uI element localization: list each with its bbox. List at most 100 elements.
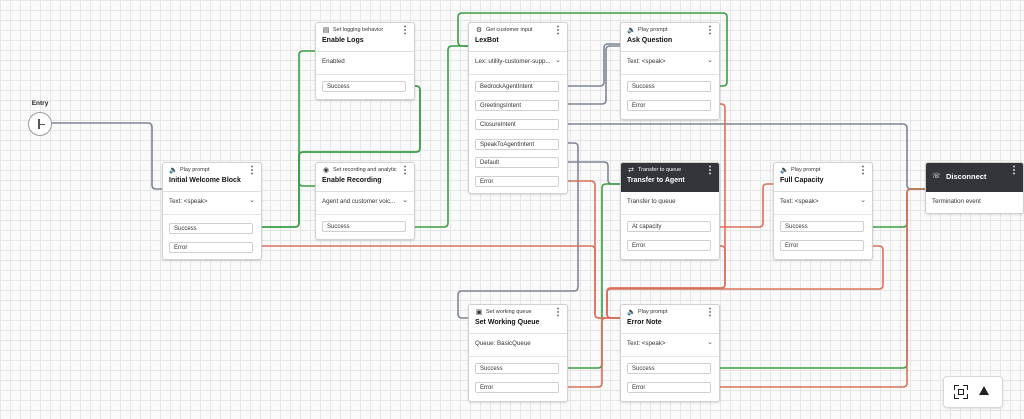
block-body: Agent and customer voic... ⌄ (316, 192, 414, 215)
kebab-menu-icon[interactable]: ⋮ (705, 165, 715, 176)
block-ask-question[interactable]: 🔈 Play prompt Ask Question ⋮ Text: <spea… (620, 22, 720, 120)
canvas-controls (943, 376, 1003, 408)
branch-greetings-intent[interactable]: GreetingsIntent (475, 100, 559, 111)
branch-error[interactable]: Error (169, 242, 253, 253)
branch-error[interactable]: Error (475, 382, 559, 393)
connector-bedrock-to-ask (565, 43, 620, 87)
recording-icon: ◉ (322, 167, 330, 174)
customer-input-icon: ⚙ (475, 27, 483, 34)
connector-recording-success-to-lexbot (413, 45, 468, 228)
connector-capacity-success-to-disconnect (872, 188, 925, 228)
kebab-menu-icon[interactable]: ⋮ (553, 307, 563, 318)
block-body: Queue: BasicQueue (469, 334, 567, 357)
block-body-text: Agent and customer voic... (322, 198, 396, 205)
kebab-menu-icon[interactable]: ⋮ (858, 165, 868, 176)
branch-success[interactable]: Success (475, 363, 559, 374)
block-error-note[interactable]: 🔈 Play prompt Error Note ⋮ Text: <speak>… (620, 304, 720, 402)
branch-success[interactable]: Success (627, 81, 711, 92)
block-body: Text: <speak> ⌄ (621, 334, 719, 357)
block-category: Play prompt (180, 167, 210, 173)
phone-hangup-icon: ☏ (932, 173, 941, 180)
block-title: Error Note (627, 319, 662, 326)
chevron-down-icon[interactable]: ⌄ (402, 197, 408, 204)
kebab-menu-icon[interactable]: ⋮ (1009, 165, 1019, 176)
branch-speak-to-agent-intent[interactable]: SpeakToAgentIntent (475, 139, 559, 150)
block-set-working-queue[interactable]: ▣ Set working queue Set Working Queue ⋮ … (468, 304, 568, 402)
entry-label: Entry (31, 100, 49, 107)
block-title: Set Working Queue (475, 319, 540, 326)
block-full-capacity[interactable]: 🔈 Play prompt Full Capacity ⋮ Text: <spe… (773, 162, 873, 260)
kebab-menu-icon[interactable]: ⋮ (705, 307, 715, 318)
block-body: Text: <speak> ⌄ (163, 192, 261, 215)
block-title: Enable Recording (322, 177, 382, 184)
kebab-menu-icon[interactable]: ⋮ (400, 165, 410, 176)
block-category: Get customer input (486, 27, 533, 33)
branch-error[interactable]: Error (627, 240, 711, 251)
block-enable-logs[interactable]: ▤ Set logging behavior Enable Logs ⋮ Ena… (315, 22, 415, 100)
chevron-down-icon[interactable]: ⌄ (249, 197, 255, 204)
working-queue-icon: ▣ (475, 309, 483, 316)
branch-success[interactable]: Success (780, 221, 864, 232)
block-title: Ask Question (627, 37, 673, 44)
block-body: Enabled (316, 52, 414, 75)
block-title: Disconnect (946, 172, 987, 181)
connector-greetings-to-ask (565, 45, 620, 105)
chevron-down-icon[interactable]: ⌄ (555, 57, 561, 64)
logging-icon: ▤ (322, 27, 330, 34)
connector-transfer-capacity-to-full (719, 183, 773, 228)
block-title: Enable Logs (322, 37, 364, 44)
block-body: Lex: utility-customer-supp... ⌄ (469, 52, 567, 75)
branch-default[interactable]: Default (475, 157, 559, 168)
speaker-icon: 🔈 (780, 167, 789, 174)
chevron-down-icon[interactable]: ⌄ (860, 197, 866, 204)
block-body-text: Text: <speak> (627, 340, 666, 347)
kebab-menu-icon[interactable]: ⋮ (553, 25, 563, 36)
triangle-up-icon[interactable] (979, 386, 989, 395)
transfer-queue-icon: ⇄ (628, 167, 634, 174)
speaker-icon: 🔈 (627, 27, 636, 34)
kebab-menu-icon[interactable]: ⋮ (247, 165, 257, 176)
block-body-text: Transfer to queue (627, 198, 676, 205)
block-transfer-to-agent[interactable]: ⇄ Transfer to queue Transfer to Agent ⋮ … (620, 162, 720, 260)
branch-error[interactable]: Error (475, 176, 559, 187)
connector-lexbot-error-to-errornote (566, 180, 620, 319)
fit-to-screen-icon[interactable] (954, 385, 968, 399)
block-body-text: Termination event (932, 198, 981, 205)
branch-error[interactable]: Error (627, 382, 711, 393)
block-lexbot[interactable]: ⚙ Get customer input LexBot ⋮ Lex: utili… (468, 22, 568, 194)
block-title: Full Capacity (780, 177, 824, 184)
kebab-menu-icon[interactable]: ⋮ (705, 25, 715, 36)
branch-bedrock-agent-intent[interactable]: BedrockAgentIntent (475, 81, 559, 92)
block-body: Text: <speak> ⌄ (774, 192, 872, 215)
block-enable-recording[interactable]: ◉ Set recording and analytic... Enable R… (315, 162, 415, 240)
speaker-icon: 🔈 (627, 309, 636, 316)
branch-success[interactable]: Success (627, 363, 711, 374)
block-body-text: Enabled (322, 58, 345, 65)
block-category: Set logging behavior (333, 27, 384, 33)
entry-icon[interactable] (28, 112, 52, 136)
block-category: Play prompt (791, 167, 821, 173)
block-body-text: Text: <speak> (627, 58, 666, 65)
chevron-down-icon[interactable]: ⌄ (707, 57, 713, 64)
chevron-down-icon[interactable]: ⌄ (707, 339, 713, 346)
entry-node[interactable]: Entry (22, 100, 58, 136)
block-body-text: Text: <speak> (169, 198, 208, 205)
kebab-menu-icon[interactable]: ⋮ (400, 25, 410, 36)
block-disconnect[interactable]: ☏ Disconnect ⋮ Termination event (925, 162, 1024, 214)
block-body-text: Queue: BasicQueue (475, 340, 531, 347)
branch-error[interactable]: Error (627, 100, 711, 111)
connector-default-to-transfer (565, 161, 620, 185)
branch-closure-intent[interactable]: ClosureIntent (475, 119, 559, 130)
block-category: Set recording and analytic... (333, 167, 397, 173)
branch-at-capacity[interactable]: At capacity (627, 221, 711, 232)
block-body: Text: <speak> ⌄ (621, 52, 719, 75)
branch-success[interactable]: Success (322, 221, 406, 232)
branch-success[interactable]: Success (169, 223, 253, 234)
block-initial-welcome[interactable]: 🔈 Play prompt Initial Welcome Block ⋮ Te… (162, 162, 262, 260)
block-category: Play prompt (638, 27, 668, 33)
speaker-icon: 🔈 (169, 167, 178, 174)
block-title: Initial Welcome Block (169, 177, 241, 184)
branch-error[interactable]: Error (780, 240, 864, 251)
branch-success[interactable]: Success (322, 81, 406, 92)
